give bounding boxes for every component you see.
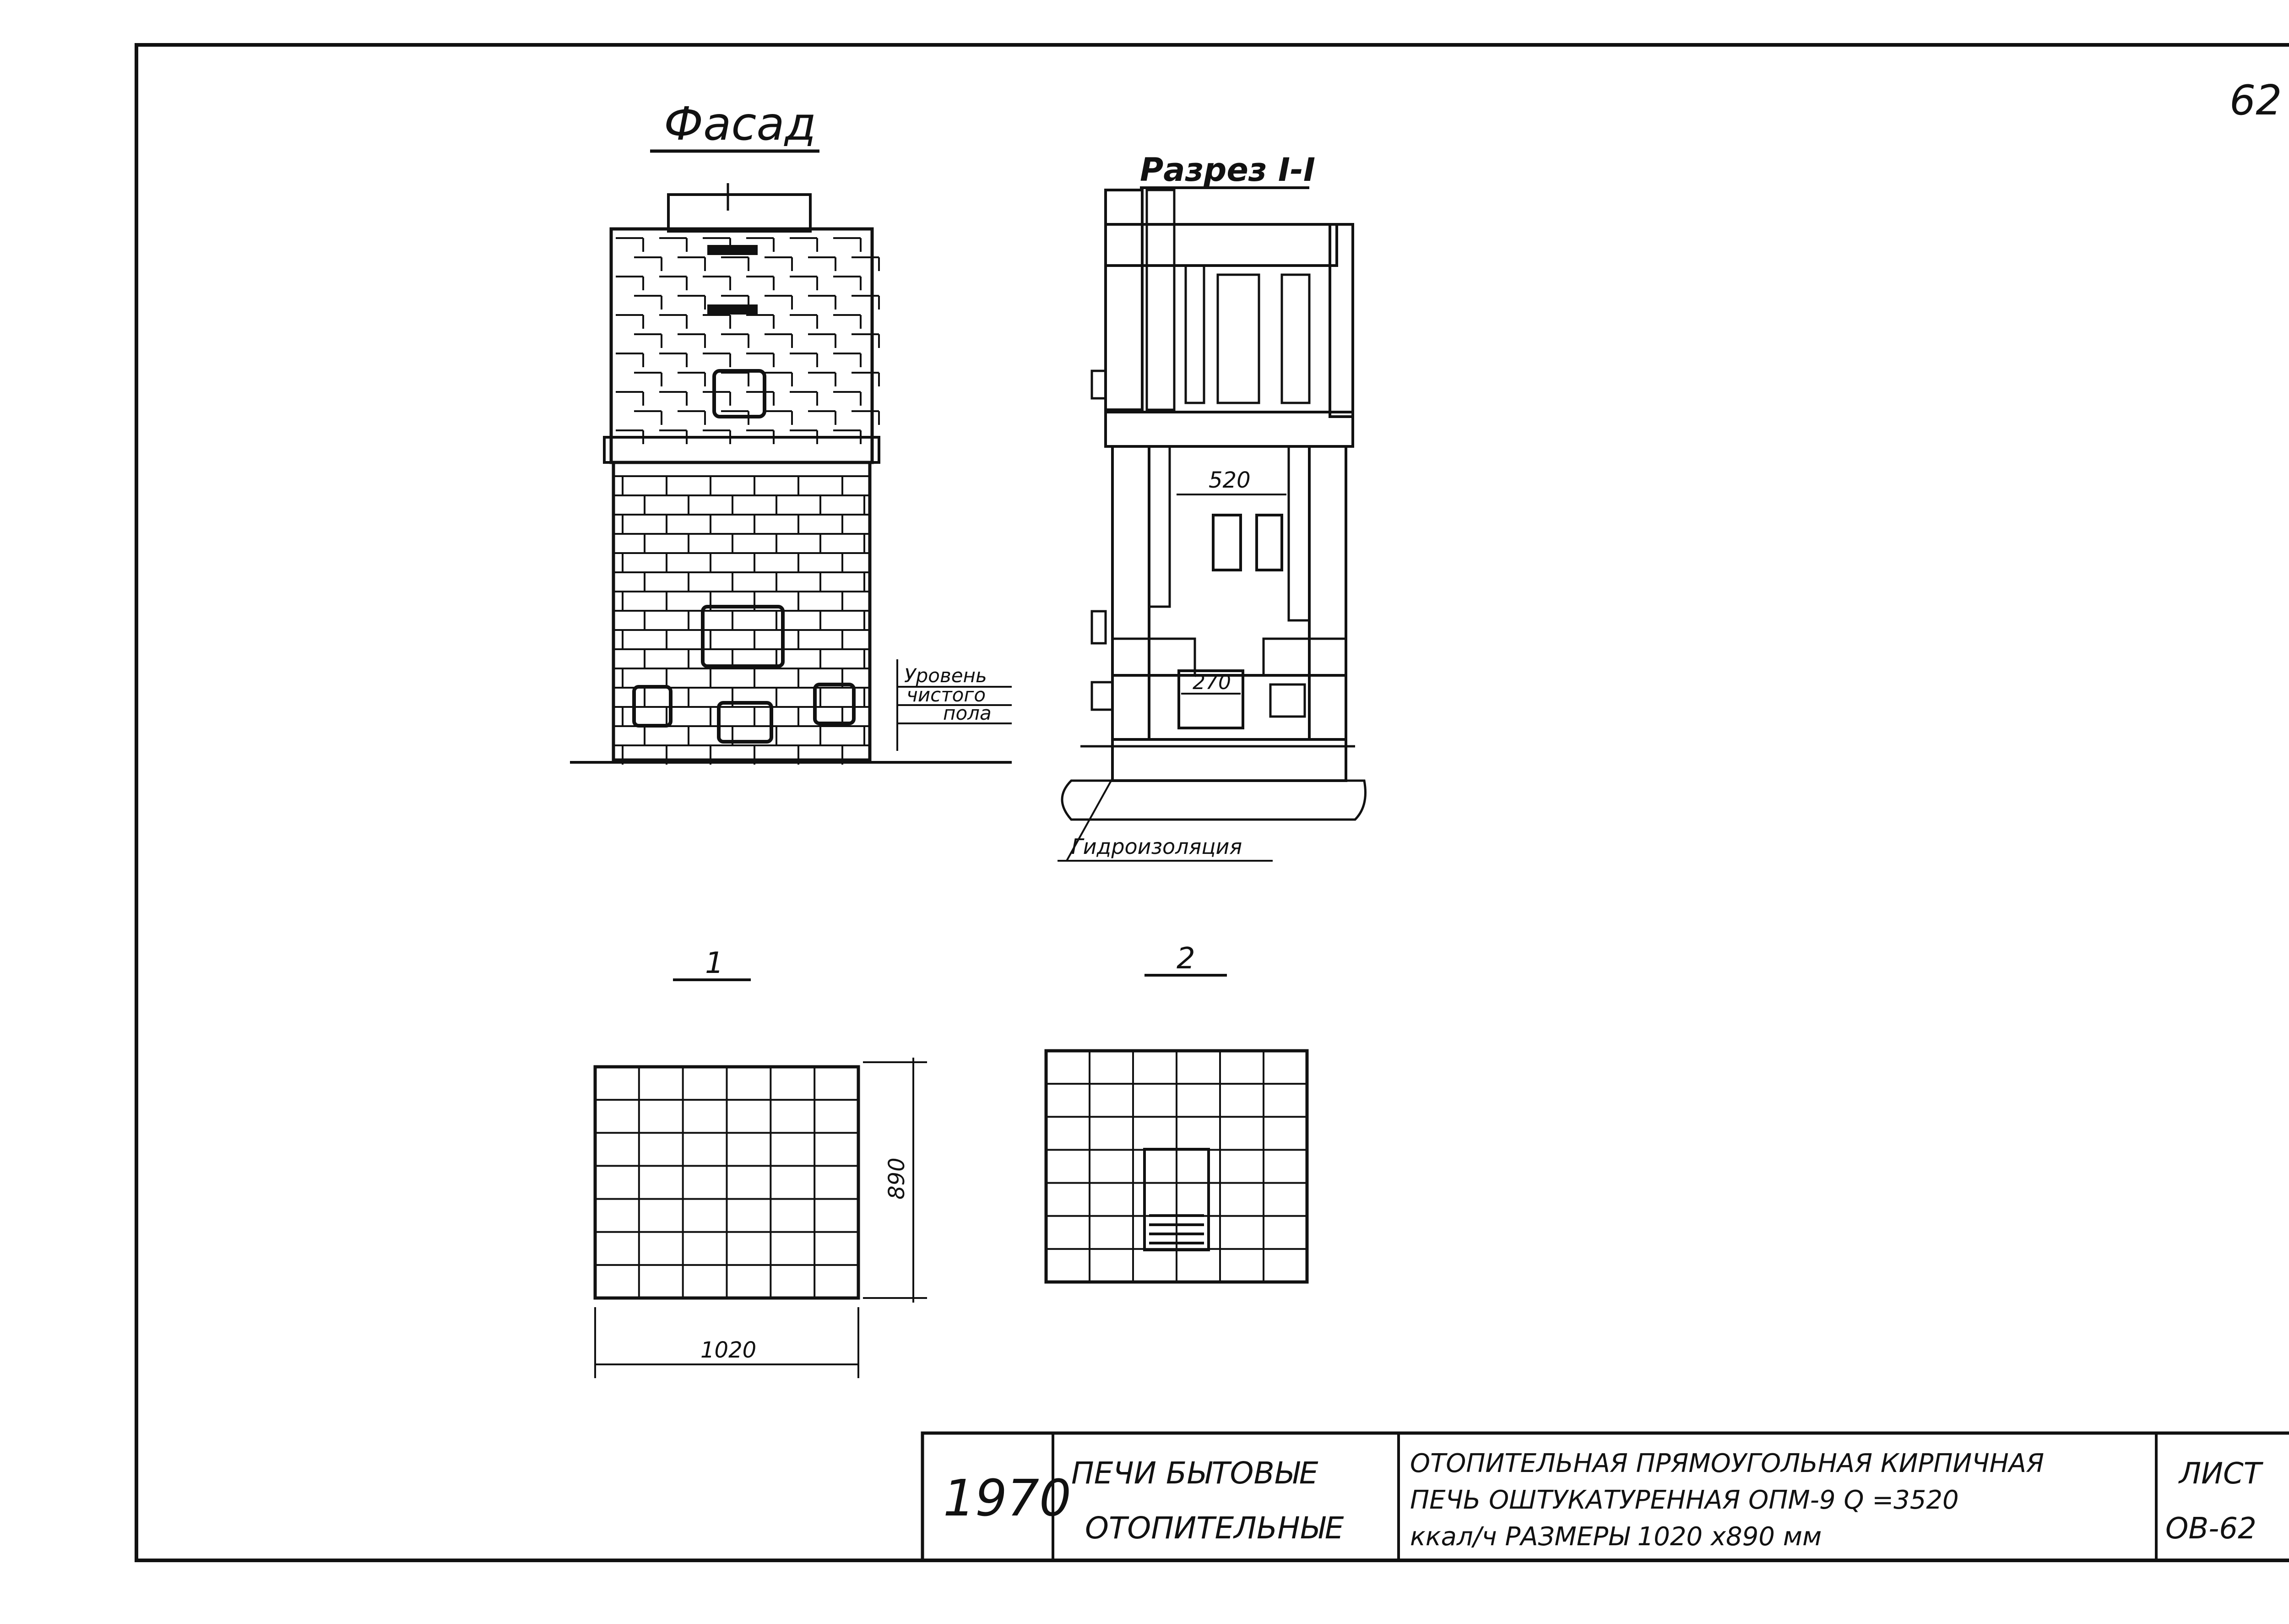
section-drawing: Разрез I-I: [1058, 151, 1367, 862]
title-block-desc-line3: ккал/ч РАЗМЕРЫ 1020 х890 мм: [1410, 1522, 1822, 1552]
plan-1-brick-joints: [595, 1067, 858, 1298]
plan-1-dim-width: 1020: [700, 1337, 756, 1363]
sheet-frame: [135, 43, 2289, 1562]
ash-pit-opening: [1177, 669, 1244, 729]
title-block-sheet-code: ОВ-62: [2165, 1512, 2256, 1546]
cleanout-door-right: [813, 683, 856, 725]
plan-2-drawing: 2: [1044, 942, 1309, 1284]
damper-door: [712, 369, 766, 418]
facade-upper-body: [609, 227, 874, 464]
title-block-desc-line2: ПЕЧЬ ОШТУКАТУРЕННАЯ ОПМ-9 Q =3520: [1410, 1485, 1959, 1515]
plan-1-drawing: 1 1020 890: [593, 946, 927, 1378]
facade-brickwork: [613, 237, 880, 765]
cleanout-door-left: [632, 685, 673, 728]
title-block-sheet-label: ЛИСТ: [2178, 1457, 2264, 1491]
plan-2-grate-opening: [1143, 1148, 1210, 1251]
dim-inner-width: 520: [1209, 467, 1251, 493]
ash-door: [717, 701, 773, 744]
title-block-desc-line1: ОТОПИТЕЛЬНАЯ ПРЯМОУГОЛЬНАЯ КИРПИЧНАЯ: [1410, 1449, 2044, 1478]
plan-1-dim-depth: 890: [884, 1157, 910, 1200]
title-block: 1970 ПЕЧИ БЫТОВЫЕ ОТОПИТЕЛЬНЫЕ ОТОПИТЕЛЬ…: [921, 1431, 2289, 1562]
title-block-series-line2: ОТОПИТЕЛЬНЫЕ: [1085, 1510, 1344, 1546]
waterproofing-label: Гидроизоляция: [1071, 834, 1242, 859]
section-title: Разрез I-I: [1140, 151, 1315, 189]
floor-level-note-line1: Уровень: [904, 664, 987, 687]
plan-2-brick-joints: [1046, 1051, 1307, 1282]
facade-drawing: Фасад Уровень чистого пола: [570, 97, 1012, 765]
title-block-series-line1: ПЕЧИ БЫТОВЫЕ: [1071, 1456, 1318, 1491]
dim-firebox: 270: [1193, 671, 1231, 694]
floor-level-note-line3: пола: [943, 702, 992, 724]
facade-title: Фасад: [664, 97, 816, 151]
title-block-year: 1970: [943, 1469, 1071, 1527]
page-number: 62: [2229, 76, 2282, 125]
floor-level-note-line2: чистого: [906, 684, 986, 706]
plan-1-title: 1: [705, 946, 724, 980]
plan-2-title: 2: [1177, 942, 1195, 976]
firebox-door: [701, 605, 785, 668]
